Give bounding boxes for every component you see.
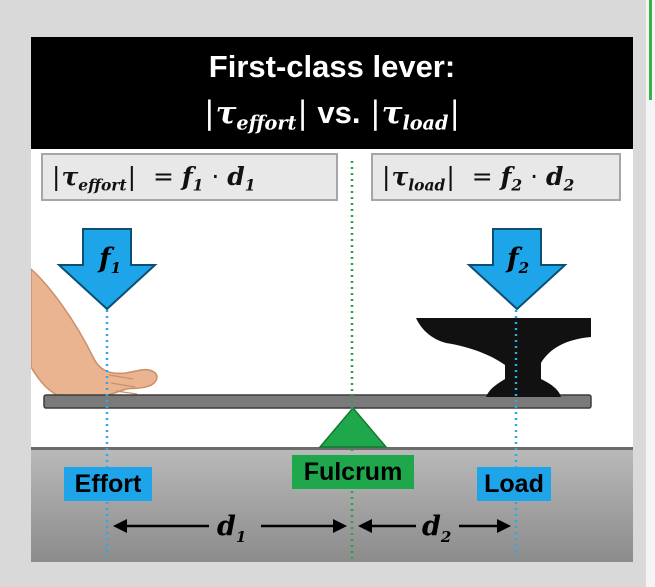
- anvil: [416, 318, 591, 397]
- distance-d2-label: d2: [422, 511, 451, 546]
- frame-right-edge: [646, 0, 655, 587]
- title-tau-effort: τeffort: [215, 95, 297, 135]
- load-torque-equation: |τload| = f2 · d2: [371, 153, 621, 201]
- effort-hand: [31, 267, 158, 404]
- title-vs: vs.: [317, 95, 361, 130]
- load-label: Load: [477, 467, 551, 501]
- distance-d1: d1: [113, 511, 347, 546]
- lever-bar: [43, 394, 592, 409]
- effort-label: Effort: [64, 467, 152, 501]
- fulcrum-triangle: [318, 406, 388, 448]
- effort-torque-equation: |τeffort| = f1 · d1: [41, 153, 338, 201]
- lever-diagram-panel: First-class lever: |τeffort| vs. |τload|…: [31, 37, 633, 562]
- force-arrow-f2: f2: [466, 228, 568, 311]
- force-arrow-f1: f1: [56, 228, 158, 311]
- fulcrum-label: Fulcrum: [292, 455, 414, 489]
- force-f2-label: f2: [505, 243, 529, 277]
- title-bar: First-class lever: |τeffort| vs. |τload|: [31, 37, 633, 149]
- distance-d2: d2: [358, 511, 511, 546]
- lever-illustration: f1 f2 d1 d2: [31, 161, 592, 562]
- distance-d1-label: d1: [217, 511, 246, 546]
- force-f1-label: f1: [97, 243, 121, 277]
- title-tau-load: τload: [381, 95, 449, 135]
- title-heading: First-class lever:: [208, 49, 456, 84]
- title-comparison: |τeffort| vs. |τload|: [204, 95, 460, 135]
- frame-accent-stripe: [649, 0, 652, 100]
